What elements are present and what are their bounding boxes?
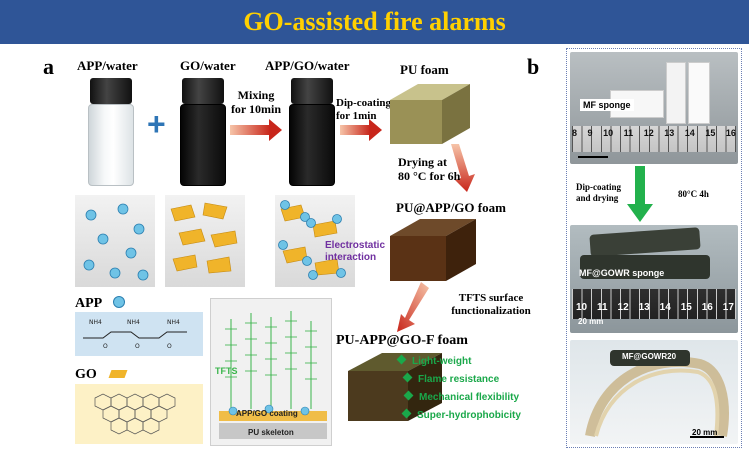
label-pu-foam: PU foam bbox=[400, 62, 449, 77]
go-sheet-icon bbox=[108, 370, 128, 378]
pu-skeleton-label: PU skeleton bbox=[248, 428, 294, 437]
tfts-label: TFTS surface functionalization bbox=[451, 292, 531, 317]
page-title: GO-assisted fire alarms bbox=[243, 7, 506, 36]
coating-schematic bbox=[210, 298, 332, 446]
label-app-water: APP/water bbox=[77, 58, 138, 73]
mf-gowr-sponge-label: MF@GOWR sponge bbox=[579, 268, 665, 278]
mixing-arrow bbox=[230, 119, 282, 141]
diamond-bullet-icon bbox=[402, 372, 413, 383]
electrostatic-label: Electrostatic interaction bbox=[325, 240, 386, 263]
feature-item: Flame resistance bbox=[402, 372, 499, 385]
mixing-label: Mixing for 10min bbox=[230, 88, 282, 116]
zoom-go-dispersion bbox=[165, 195, 245, 287]
diamond-bullet-icon bbox=[396, 354, 407, 365]
drying-label: Drying at 80 °C for 6h bbox=[398, 155, 461, 183]
app-particle-icon bbox=[113, 296, 125, 308]
vial-app-water bbox=[88, 78, 134, 188]
panel-b-letter: b bbox=[527, 54, 540, 79]
tfts-arrow bbox=[395, 282, 433, 334]
feature-item: Light-weight bbox=[396, 354, 471, 367]
mf-gowr20-label: MF@GOWR20 bbox=[622, 352, 677, 361]
green-arrow bbox=[625, 166, 655, 222]
panel-a-letter: a bbox=[43, 54, 54, 79]
label-pu-app-go-foam: PU@APP/GO foam bbox=[396, 200, 506, 215]
label-go-water: GO/water bbox=[180, 58, 236, 73]
vial-go-water bbox=[180, 78, 226, 188]
svg-text:O: O bbox=[135, 343, 140, 350]
coating-label: APP/GO coating bbox=[236, 409, 298, 418]
scale-bar-1 bbox=[578, 156, 608, 158]
plus-sign: + bbox=[147, 106, 166, 142]
go-structure bbox=[75, 384, 203, 444]
app-structure: NH4 NH4 NH4 O O O bbox=[75, 312, 203, 356]
zoom-app-go-dispersion bbox=[275, 195, 355, 287]
feature-item: Super-hydrophobicity bbox=[401, 408, 521, 421]
photo-mf-gowr-sponge bbox=[570, 225, 738, 333]
tfts-label-schematic: TFTS bbox=[215, 366, 238, 376]
label-go: GO bbox=[75, 367, 97, 382]
diamond-bullet-icon bbox=[401, 408, 412, 419]
svg-text:O: O bbox=[167, 343, 172, 350]
feature-item: Mechanical flexibility bbox=[403, 390, 519, 403]
svg-text:NH4: NH4 bbox=[127, 319, 140, 326]
photo-mf-gowr20 bbox=[570, 340, 738, 444]
label-app: APP bbox=[75, 296, 103, 311]
dip-coating-drying-label: Dip-coating and drying bbox=[576, 182, 621, 203]
drying-arrow bbox=[447, 144, 477, 192]
diamond-bullet-icon bbox=[403, 390, 414, 401]
scale-bar-2-label: 20 mm bbox=[578, 317, 604, 326]
scale-bar-3-label: 20 mm bbox=[692, 428, 718, 437]
zoom-app-dispersion bbox=[75, 195, 155, 287]
panel-b-frame bbox=[566, 48, 742, 448]
condition-label: 80°C 4h bbox=[678, 189, 709, 199]
label-app-go-water: APP/GO/water bbox=[265, 58, 350, 73]
final-foam-block bbox=[348, 353, 442, 421]
svg-text:O: O bbox=[103, 343, 108, 350]
mf-sponge-label: MF sponge bbox=[580, 99, 634, 111]
dip-coating-arrow bbox=[340, 119, 382, 141]
label-final-foam: PU-APP@GO-F foam bbox=[336, 333, 468, 348]
pu-app-go-foam-block bbox=[390, 219, 476, 281]
svg-text:NH4: NH4 bbox=[167, 319, 180, 326]
dip-coating-label: Dip-coating for 1min bbox=[336, 97, 391, 122]
pu-foam-block bbox=[390, 84, 470, 144]
title-banner: GO-assisted fire alarms bbox=[0, 0, 749, 44]
vial-app-go-water bbox=[289, 78, 335, 188]
svg-text:NH4: NH4 bbox=[89, 319, 102, 326]
